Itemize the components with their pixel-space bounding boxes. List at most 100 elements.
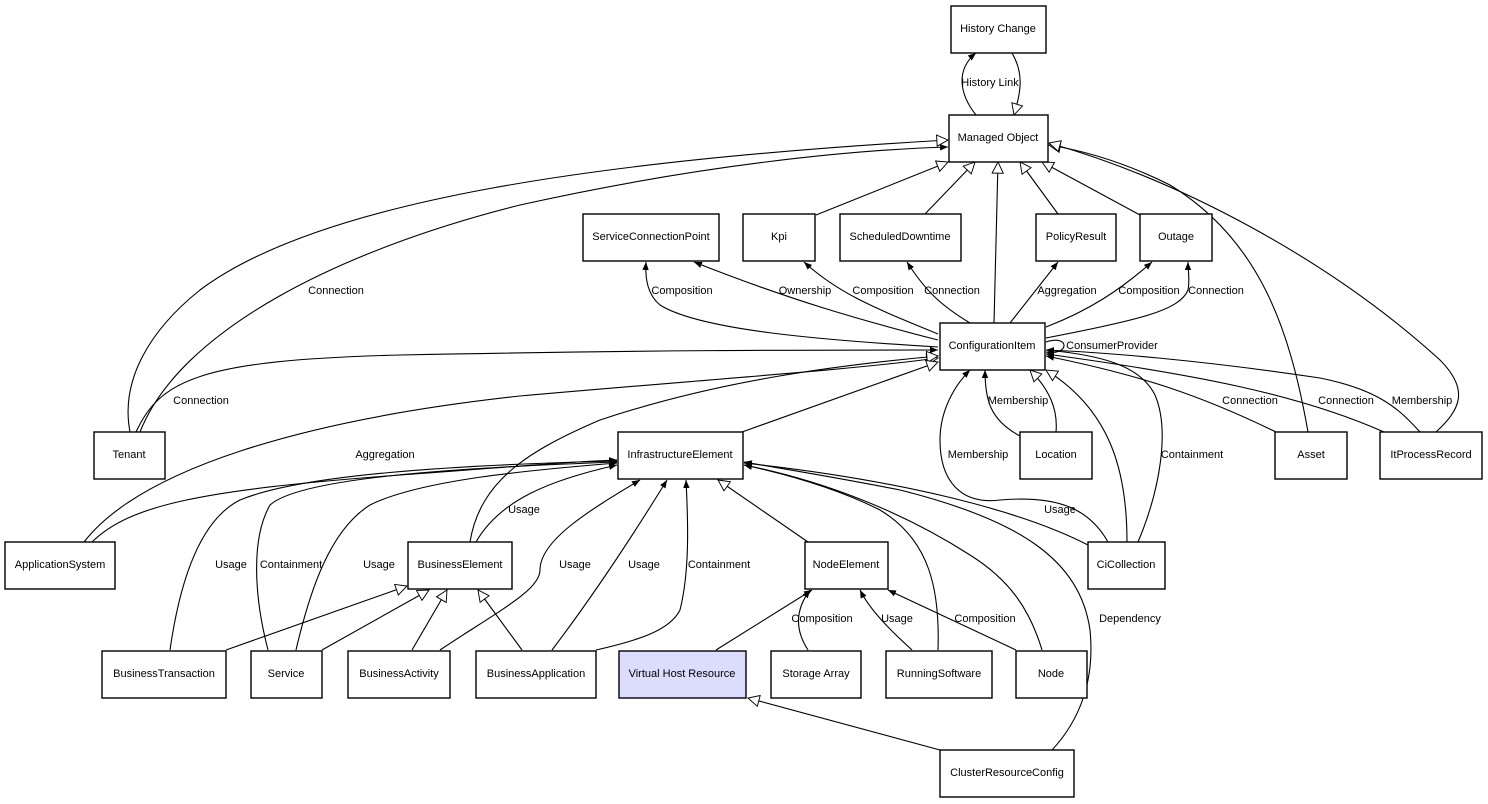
edge-sd-inherits-mo xyxy=(924,162,975,215)
svg-text:BusinessTransaction: BusinessTransaction xyxy=(113,668,215,680)
label-ipr-membership: Membership xyxy=(1392,395,1453,407)
node-storage-array[interactable]: Storage Array xyxy=(770,650,862,699)
edge-outage-connection xyxy=(1045,261,1192,339)
edge-pr-inherits-mo xyxy=(1020,162,1059,215)
label-location-membership: Membership xyxy=(988,395,1049,407)
node-service[interactable]: Service xyxy=(250,650,323,699)
node-virtual-host-resource[interactable]: Virtual Host Resource xyxy=(618,650,747,699)
edge-ie-inherits-ci xyxy=(741,362,938,433)
edge-rs-inherits xyxy=(859,589,913,651)
node-business-activity[interactable]: BusinessActivity xyxy=(347,650,451,699)
node-asset[interactable]: Asset xyxy=(1274,431,1348,480)
svg-text:ClusterResourceConfig: ClusterResourceConfig xyxy=(950,767,1064,779)
node-node[interactable]: Node xyxy=(1015,650,1088,699)
label-history-link: History Link xyxy=(961,77,1019,89)
edge-ba-usage xyxy=(439,479,641,651)
label-as-aggregation: Aggregation xyxy=(355,449,414,461)
node-application-system[interactable]: ApplicationSystem xyxy=(4,541,116,590)
svg-text:ItProcessRecord: ItProcessRecord xyxy=(1390,449,1471,461)
edge-ipr-inherits-mo xyxy=(1049,143,1460,433)
node-cluster-resource-config[interactable]: ClusterResourceConfig xyxy=(939,749,1075,798)
label-cic-containment: Containment xyxy=(1161,449,1223,461)
node-outage[interactable]: Outage xyxy=(1139,213,1213,262)
edge-tenant-mo-connection xyxy=(139,144,949,433)
svg-text:ServiceConnectionPoint: ServiceConnectionPoint xyxy=(592,231,709,243)
label-ipr-connection: Connection xyxy=(1318,395,1374,407)
svg-text:InfrastructureElement: InfrastructureElement xyxy=(627,449,732,461)
edge-crc-dependency xyxy=(743,460,1092,751)
edge-crc-inherits-vhr xyxy=(748,698,941,751)
svg-text:Storage Array: Storage Array xyxy=(782,668,850,680)
svg-text:Tenant: Tenant xyxy=(112,449,145,461)
node-ci-collection[interactable]: CiCollection xyxy=(1087,541,1166,590)
edge-history-change-inherits-managed-object xyxy=(1012,52,1020,115)
edge-ba-inherits-be xyxy=(411,590,447,651)
edge-sa-composition xyxy=(797,589,811,651)
label-sa-composition: Composition xyxy=(791,613,852,625)
node-it-process-record[interactable]: ItProcessRecord xyxy=(1379,431,1483,480)
edge-outage-inherits-mo xyxy=(1042,162,1141,216)
svg-text:Virtual Host Resource: Virtual Host Resource xyxy=(629,668,736,680)
edge-svc-containment xyxy=(256,459,618,651)
label-bapp-usage: Usage xyxy=(628,559,660,571)
label-svc-containment: Containment xyxy=(260,559,322,571)
label-tenant-mo-connection: Connection xyxy=(308,285,364,297)
edge-bapp-usage xyxy=(551,479,668,651)
edge-bapp-inherits-be xyxy=(478,590,523,651)
label-svc-usage: Usage xyxy=(363,559,395,571)
svg-text:ConfigurationItem: ConfigurationItem xyxy=(949,340,1036,352)
edge-asset-inherits-mo xyxy=(1049,145,1309,433)
label-cic-usage: Usage xyxy=(1044,504,1076,516)
node-infrastructure-element[interactable]: InfrastructureElement xyxy=(617,431,744,480)
node-business-element[interactable]: BusinessElement xyxy=(407,541,513,590)
edge-tenant-inherits-mo xyxy=(127,140,948,433)
label-kpi-composition: Composition xyxy=(852,285,913,297)
node-tenant[interactable]: Tenant xyxy=(93,431,166,480)
node-node-element[interactable]: NodeElement xyxy=(804,541,889,590)
edge-scp-ownership xyxy=(693,261,939,341)
svg-text:Service: Service xyxy=(268,668,305,680)
svg-text:Managed Object: Managed Object xyxy=(958,132,1039,144)
node-running-software[interactable]: RunningSoftware xyxy=(885,650,993,699)
label-sd-connection: Connection xyxy=(924,285,980,297)
svg-text:BusinessActivity: BusinessActivity xyxy=(359,668,439,680)
label-rs-usage: Usage xyxy=(881,613,913,625)
edge-cic-usage xyxy=(743,460,1089,546)
edge-vhr-inherits-ne xyxy=(715,589,813,651)
edge-node-composition xyxy=(887,589,1017,651)
label-scp-composition: Composition xyxy=(651,285,712,297)
svg-text:Node: Node xyxy=(1038,668,1064,680)
edge-ci-inherits-mo xyxy=(994,162,998,324)
label-crc-dependency: Dependency xyxy=(1099,613,1161,625)
edge-asset-connection xyxy=(1045,354,1277,433)
edge-as-inherits-ci xyxy=(83,358,938,543)
edge-location-inherits-ci xyxy=(1030,370,1057,433)
svg-text:Location: Location xyxy=(1035,449,1077,461)
edge-rs-usage xyxy=(743,463,939,651)
edge-cic-containment xyxy=(1045,347,1163,543)
svg-text:BusinessApplication: BusinessApplication xyxy=(487,668,585,680)
node-business-transaction[interactable]: BusinessTransaction xyxy=(101,650,227,699)
edge-svc-usage xyxy=(295,460,618,651)
node-service-connection-point[interactable]: ServiceConnectionPoint xyxy=(582,213,720,262)
edge-be-usage xyxy=(475,463,618,543)
edge-cic-membership xyxy=(939,369,1109,543)
node-policy-result[interactable]: PolicyResult xyxy=(1035,213,1117,262)
node-scheduled-downtime[interactable]: ScheduledDowntime xyxy=(839,213,962,262)
node-location[interactable]: Location xyxy=(1019,431,1093,480)
label-pr-aggregation: Aggregation xyxy=(1037,285,1096,297)
label-bapp-containment: Containment xyxy=(688,559,750,571)
svg-text:History Change: History Change xyxy=(960,23,1036,35)
node-history-change[interactable]: History Change xyxy=(950,5,1047,54)
node-business-application[interactable]: BusinessApplication xyxy=(475,650,597,699)
svg-text:RunningSoftware: RunningSoftware xyxy=(897,668,981,680)
edge-bt-usage xyxy=(169,457,618,651)
svg-text:Outage: Outage xyxy=(1158,231,1194,243)
edge-svc-inherits-be xyxy=(321,590,429,651)
edge-be-inherits-ci xyxy=(469,356,938,543)
node-kpi[interactable]: Kpi xyxy=(742,213,816,262)
edge-scp-composition xyxy=(642,261,939,348)
node-managed-object[interactable]: Managed Object xyxy=(948,114,1049,163)
node-configuration-item[interactable]: ConfigurationItem xyxy=(939,322,1046,371)
